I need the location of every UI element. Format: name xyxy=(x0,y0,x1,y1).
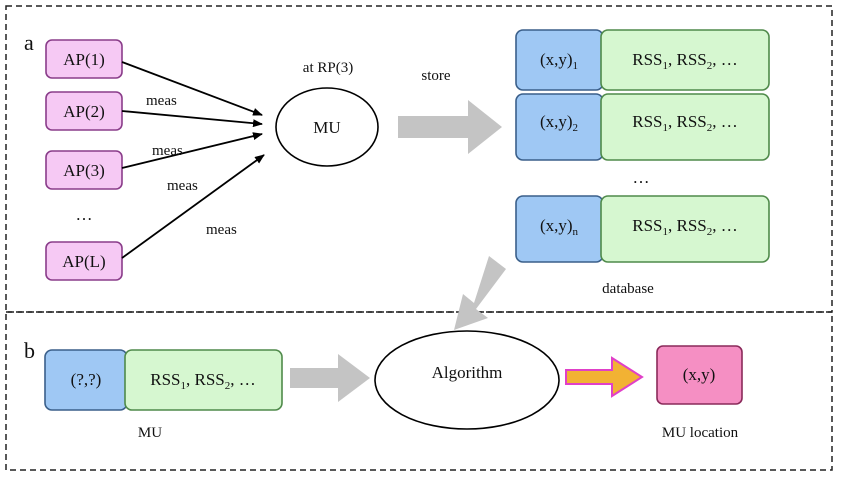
query-record: (?,?) RSS1, RSS2, … xyxy=(44,349,283,411)
meas-label-1: meas xyxy=(146,93,177,109)
database-label: database xyxy=(602,281,654,297)
ap-box-l: AP(L) xyxy=(45,241,123,281)
meas-arrow-3 xyxy=(121,132,263,169)
panel-a-letter: a xyxy=(24,30,34,55)
meas-arrow-1 xyxy=(121,61,263,116)
query-arrow xyxy=(290,354,370,402)
ap-box-3: AP(3) xyxy=(45,150,123,190)
db-rss-2: RSS1, RSS2, … xyxy=(632,112,738,134)
db-rss-1: RSS1, RSS2, … xyxy=(632,50,738,72)
query-mu-label: MU xyxy=(138,425,162,441)
db-row-2: (x,y)2 RSS1, RSS2, … xyxy=(515,93,770,161)
db-ellipsis: … xyxy=(633,168,650,187)
meas-arrow-l xyxy=(121,154,265,259)
mu-node-label: MU xyxy=(313,118,340,137)
mu-node xyxy=(275,87,379,167)
ap-label-3: AP(3) xyxy=(63,161,105,180)
ap-label-l: AP(L) xyxy=(62,252,105,271)
meas-label-4: meas xyxy=(206,222,237,238)
db-rss-n: RSS1, RSS2, … xyxy=(632,216,738,238)
db-row-n: (x,y)n RSS1, RSS2, … xyxy=(515,195,770,263)
result-record: (x,y) xyxy=(656,345,743,405)
query-rss: RSS1, RSS2, … xyxy=(150,370,256,392)
query-coord: (?,?) xyxy=(71,370,102,389)
ap-box-1: AP(1) xyxy=(45,39,123,79)
ap-label-1: AP(1) xyxy=(63,50,105,69)
meas-arrow-2 xyxy=(121,110,263,128)
ap-ellipsis: … xyxy=(76,205,93,224)
rp-label: at RP(3) xyxy=(303,60,353,76)
db-coord-2: (x,y)2 xyxy=(540,112,578,134)
db-coord-n: (x,y)n xyxy=(540,216,579,238)
store-label: store xyxy=(421,68,451,84)
result-label: MU location xyxy=(662,425,739,441)
store-arrow xyxy=(398,100,502,154)
algorithm-node xyxy=(374,330,560,430)
meas-label-2: meas xyxy=(152,143,183,159)
db-coord-1: (x,y)1 xyxy=(540,50,578,72)
ap-box-2: AP(2) xyxy=(45,91,123,131)
meas-label-3: meas xyxy=(167,178,198,194)
ap-label-2: AP(2) xyxy=(63,102,105,121)
database-to-algorithm-arrow xyxy=(454,256,506,330)
algorithm-label: Algorithm xyxy=(432,363,503,382)
db-row-1: (x,y)1 RSS1, RSS2, … xyxy=(515,29,770,91)
result-coord: (x,y) xyxy=(683,365,716,384)
panel-b-letter: b xyxy=(24,338,35,363)
result-arrow xyxy=(565,356,644,398)
panel-b-frame xyxy=(5,311,833,471)
